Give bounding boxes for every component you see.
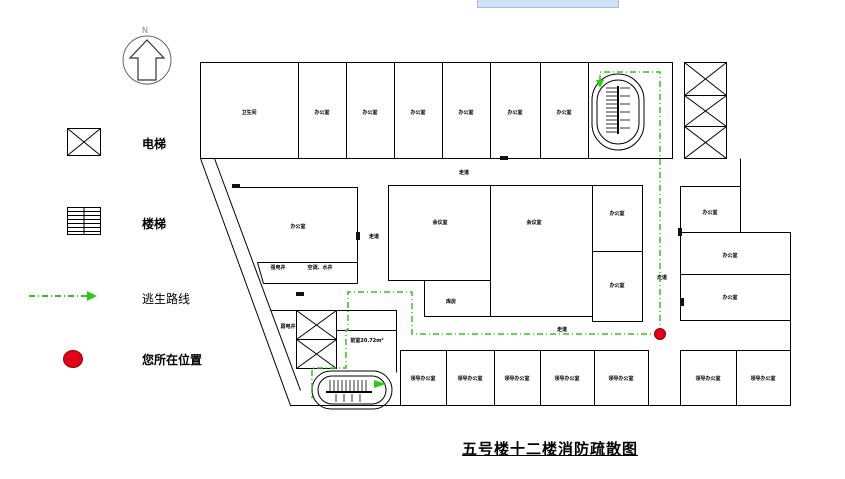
room-office-c1 [592, 185, 643, 252]
label-meeting-1: 会议室 [431, 219, 447, 226]
label-office-e3: 办公室 [722, 294, 737, 301]
stair-sw-icon [311, 370, 393, 410]
label-storage: 库房 [446, 298, 456, 305]
north-arrow-icon: N [122, 26, 172, 85]
label-office-e2: 办公室 [722, 252, 737, 259]
label-corridor-s: 走道 [556, 326, 567, 333]
room-storage [424, 280, 491, 317]
label-corridor-e: 走道 [656, 274, 667, 281]
label-electric-well: 强电井 [270, 264, 285, 271]
label-office-5: 办公室 [507, 109, 522, 116]
label-office-e1: 办公室 [702, 209, 717, 216]
north-label: N [142, 26, 148, 35]
route-arrow-sw [374, 380, 386, 388]
route-arrow-ne [596, 80, 604, 88]
room-office-e3 [680, 274, 791, 321]
label-leader-3: 领导办公室 [504, 375, 529, 382]
elevator-legend-icon [67, 128, 101, 156]
label-elec: 弱电井 [280, 323, 295, 330]
label-office-2: 办公室 [362, 109, 377, 116]
escape-route-ne [599, 71, 661, 334]
label-leader-2: 领导办公室 [457, 375, 482, 382]
location-legend-icon [63, 350, 83, 368]
room-meeting-2 [490, 185, 593, 317]
label-hall: 前室20.72m² [350, 337, 383, 344]
legend-location-label: 您所在位置 [142, 353, 203, 367]
label-leader-6: 领导办公室 [695, 375, 720, 382]
label-office-c1: 办公室 [609, 210, 624, 217]
label-leader-4: 领导办公室 [554, 375, 579, 382]
room-meeting-1 [388, 185, 491, 281]
you-are-here-marker [654, 328, 666, 340]
label-corridor-n: 走道 [458, 169, 469, 176]
label-office-c2: 办公室 [609, 282, 624, 289]
stair-room-ne [588, 62, 673, 159]
legend-elevator-label: 电梯 [142, 137, 167, 151]
label-office-6: 办公室 [556, 109, 571, 116]
route-legend-icon [29, 291, 97, 301]
label-leader-7: 领导办公室 [750, 375, 775, 382]
room-office-c2 [592, 251, 643, 322]
label-office-3: 办公室 [410, 109, 425, 116]
label-office-4: 办公室 [458, 109, 473, 116]
legend-stairs-label: 楼梯 [142, 217, 167, 231]
escape-route-sw [311, 291, 660, 398]
label-leader-5: 领导办公室 [608, 375, 633, 382]
label-toilet: 卫生间 [241, 109, 256, 116]
label-office-1: 办公室 [314, 109, 329, 116]
label-leader-1: 领导办公室 [410, 375, 435, 382]
label-corridor-w: 走道 [368, 233, 379, 240]
top-tab [477, 0, 619, 8]
stairs-legend-icon [67, 207, 101, 235]
elevator-ne [684, 62, 727, 159]
label-office-w: 办公室 [290, 223, 305, 230]
map-caption: 五号楼十二楼消防疏散图 [462, 440, 639, 458]
label-meeting-2: 会议室 [525, 219, 541, 226]
stair-ne-icon [591, 73, 645, 151]
label-ac-water-well: 空调、水井 [307, 264, 332, 271]
legend-route-label: 逃生路线 [142, 292, 191, 306]
